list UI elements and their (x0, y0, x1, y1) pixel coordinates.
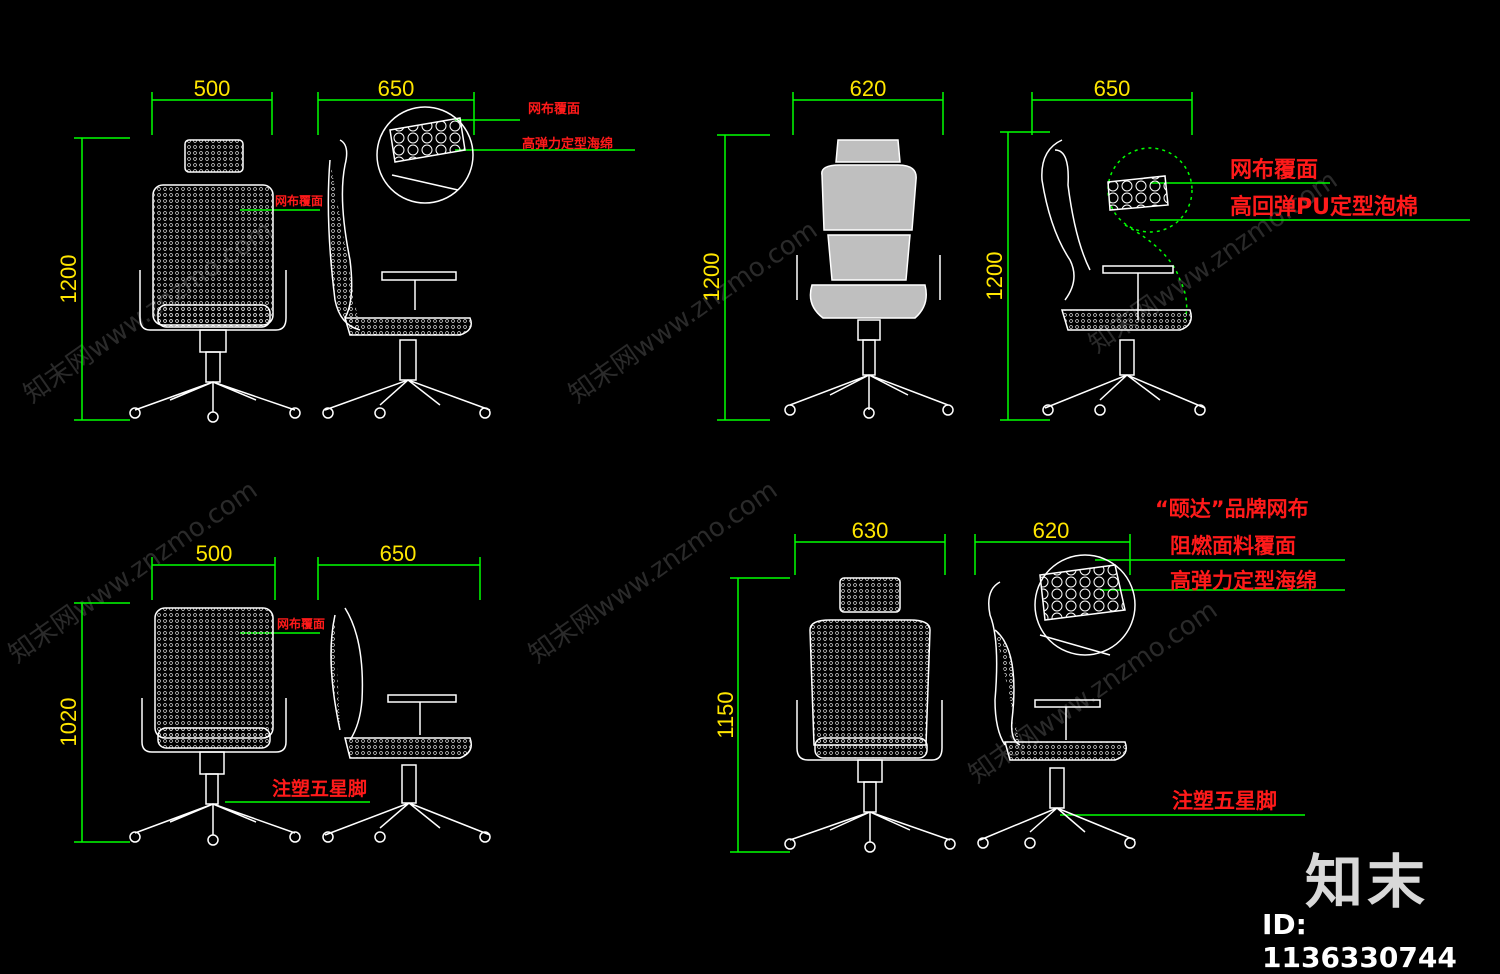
dim-width-2: 620 (850, 76, 887, 101)
detail-circle-1 (376, 106, 474, 204)
chair-front-4 (784, 577, 956, 853)
chair-front-2 (784, 139, 954, 419)
dim-width-3: 500 (196, 541, 233, 566)
dim-height-1: 1200 (56, 255, 81, 304)
dim-depth-3: 650 (380, 541, 417, 566)
dim-depth-1: 650 (378, 76, 415, 101)
note-4d: 注塑五星脚 (1172, 789, 1277, 813)
note-1b: 高弹力定型海绵 (522, 136, 613, 152)
chair-front-1 (129, 139, 301, 423)
dim-height-3: 1020 (56, 698, 81, 747)
detail-circle-4 (1034, 554, 1136, 656)
note-2b: 高回弹PU定型泡棉 (1230, 194, 1418, 220)
note-3b: 注塑五星脚 (272, 777, 367, 800)
note-3a: 网布覆面 (277, 616, 325, 631)
dim-width-4: 630 (852, 518, 889, 543)
chair-side-1 (322, 139, 491, 419)
chair-side-3 (322, 607, 491, 843)
view-4 (730, 534, 1345, 853)
note-1a: 网布覆面 (528, 101, 580, 117)
dim-width-1: 500 (194, 76, 231, 101)
view-1 (74, 92, 635, 421)
chair-side-4 (977, 581, 1136, 849)
dim-depth-2: 650 (1094, 76, 1131, 101)
note-4c: 高弹力定型海绵 (1170, 569, 1317, 593)
view-3 (74, 557, 481, 843)
dim-height-2b: 1200 (982, 252, 1007, 301)
note-4b: 阻燃面料覆面 (1170, 534, 1296, 558)
note-4a: “颐达”品牌网布 (1155, 497, 1309, 521)
chair-side-2 (1041, 139, 1206, 416)
image-id: ID: 1136330744 (1262, 908, 1457, 974)
note-1c: 网布覆面 (275, 193, 323, 208)
brand-logo: 知末 (1305, 848, 1430, 916)
dim-height-2a: 1200 (699, 253, 724, 302)
dim-height-4: 1150 (713, 691, 738, 738)
dim-depth-4: 620 (1033, 518, 1070, 543)
view-2 (717, 92, 1470, 421)
note-2a: 网布覆面 (1230, 157, 1318, 183)
chair-front-3 (129, 607, 301, 846)
